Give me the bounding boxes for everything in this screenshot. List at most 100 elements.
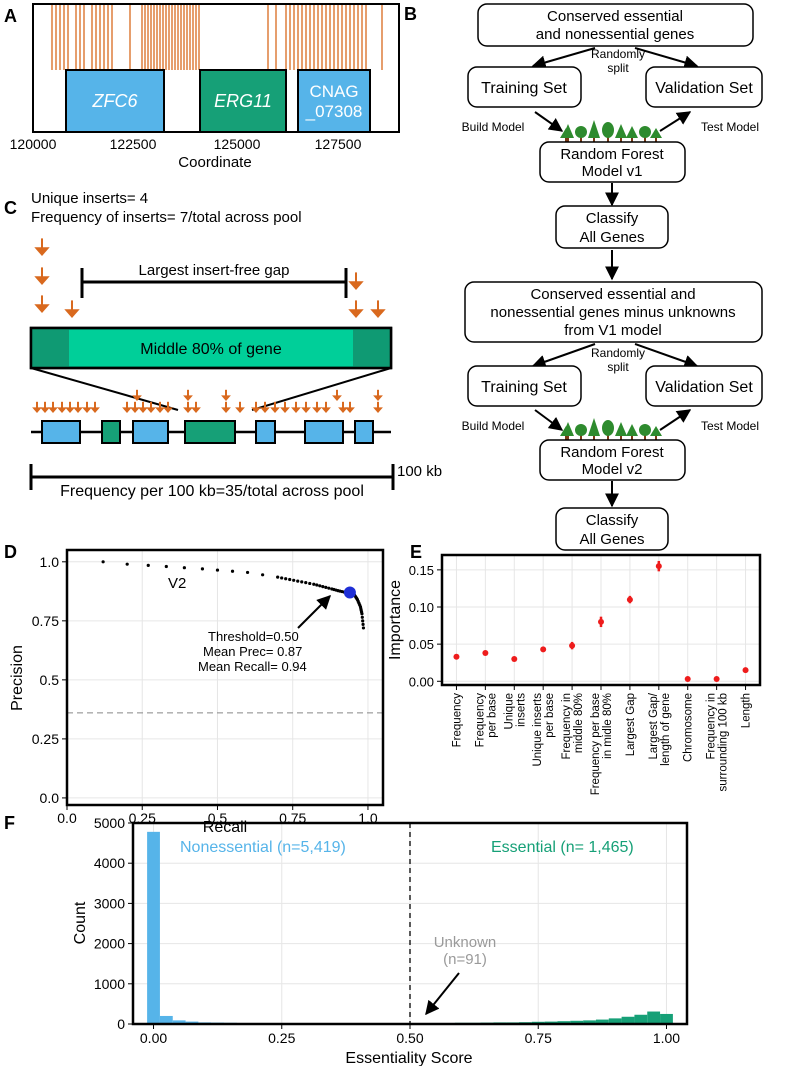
x-tick-label: 0.75 <box>525 1030 552 1046</box>
y-tick-label: 0.10 <box>409 600 434 615</box>
b-valid-2: Validation Set <box>655 379 753 396</box>
tree-crown <box>639 424 651 436</box>
b-split2-2: split <box>607 360 629 374</box>
gene-block <box>304 420 344 444</box>
x-tick-label: 0.00 <box>140 1030 167 1046</box>
y-tick-label: 0.15 <box>409 563 434 578</box>
y-tick-label: 5000 <box>94 815 125 831</box>
f-unknown-arrow <box>425 972 460 1016</box>
tree-crown <box>615 124 627 138</box>
d-axes: 0.00.00.250.250.50.50.750.751.01.0 <box>32 554 378 826</box>
c-gene-outline <box>29 326 393 370</box>
b-model1-line2: Model v1 <box>582 163 643 180</box>
c-middle-label: Middle 80% of gene <box>140 341 282 358</box>
insert-arrow-head <box>345 407 355 413</box>
insert-arrow-head <box>301 407 311 413</box>
pr-point <box>315 583 319 587</box>
b-mid-line1: Conserved essential and <box>530 286 695 303</box>
gene-erg11 <box>199 69 287 133</box>
pr-point <box>164 564 168 569</box>
b-split-1: Randomly <box>591 47 645 61</box>
insert-arrow-head <box>155 407 165 413</box>
y-tick-label: 1.0 <box>40 554 60 570</box>
x-tick-label-line: Largest Gap <box>625 693 637 756</box>
c-line1: Unique inserts= 4 <box>31 190 148 207</box>
insert-arrow-head <box>312 407 322 413</box>
x-tick-label-line: middle 80% <box>573 693 585 753</box>
importance-point <box>482 650 489 657</box>
insert-arrow-head <box>251 407 261 413</box>
insert-arrow-head <box>183 407 193 413</box>
insert-arrow-head <box>260 407 270 413</box>
c-line2: Frequency of inserts= 7/total across poo… <box>31 209 302 226</box>
insert-arrow-head <box>40 407 50 413</box>
b-classify-box-1 <box>555 205 669 249</box>
pr-point <box>304 581 308 585</box>
d-xlabel: Recall <box>203 819 247 836</box>
panel-d-letter: D <box>4 542 17 562</box>
pr-point <box>182 566 186 570</box>
tree-crown <box>588 418 600 436</box>
insert-arrow-head <box>348 309 364 318</box>
b-classify1-line2: All Genes <box>579 229 644 246</box>
threshold-point <box>343 586 356 599</box>
x-tick-label-line: Chromosome <box>683 693 695 762</box>
x-tick-label-line: Unique <box>503 693 515 729</box>
x-tick-label-line: Length <box>741 693 753 728</box>
b-top-line2: and nonessential genes <box>536 26 694 43</box>
insert-arrow-head <box>163 407 173 413</box>
pr-point <box>280 576 284 580</box>
importance-points <box>453 560 749 683</box>
b-model1-line1: Random Forest <box>560 146 664 163</box>
gene-cnag07308 <box>297 69 371 133</box>
d-series-label: V2 <box>168 575 186 592</box>
gene-block <box>132 420 169 444</box>
histogram-bar <box>583 1020 596 1024</box>
insert-arrow-head <box>146 407 156 413</box>
x-tick-label-line: Largest Gap/ <box>648 692 660 759</box>
pr-point <box>292 578 296 582</box>
y-tick-label: 0.75 <box>32 613 59 629</box>
histogram-bar <box>147 831 160 1024</box>
insert-lines <box>51 5 383 70</box>
insert-arrow-head <box>373 407 383 413</box>
y-tick-label: 0 <box>117 1016 125 1032</box>
panel-c-letter: C <box>4 198 17 218</box>
x-tick-label-line: surrounding 100 kb <box>718 693 730 791</box>
pr-point <box>360 615 364 619</box>
x-tick-label: 1.00 <box>653 1030 680 1046</box>
histogram-bar <box>621 1016 635 1024</box>
histogram-bar <box>647 1011 661 1024</box>
insert-arrow-head <box>270 407 280 413</box>
pr-point <box>284 577 288 581</box>
c-gene-end-right <box>353 329 390 367</box>
f-ylabel: Count <box>72 901 89 944</box>
y-tick-label: 3000 <box>94 895 125 911</box>
f-unknown-n: (n=91) <box>443 951 487 968</box>
gene-block <box>255 420 276 444</box>
tree-crown <box>575 126 587 138</box>
pr-point <box>146 563 150 567</box>
pr-point <box>321 584 325 589</box>
d-annot-arrow <box>297 595 331 629</box>
b-arrow <box>531 343 596 369</box>
a-xlabel: Coordinate <box>178 154 251 171</box>
pr-curve <box>101 560 366 630</box>
x-tick-label: Frequency <box>451 693 463 748</box>
b-arrow <box>531 47 596 70</box>
insert-arrow-head <box>34 304 50 313</box>
pr-point <box>361 626 366 630</box>
y-tick-label: 0.0 <box>40 790 60 806</box>
b-train-box-2 <box>467 365 582 407</box>
gene-block <box>354 420 374 444</box>
pr-point <box>125 562 129 566</box>
a-tick-0: 120000 <box>10 136 57 152</box>
x-tick-label-line: inserts <box>515 693 527 727</box>
f-nonessential-label: Nonessential (n=5,419) <box>180 839 346 856</box>
y-tick-label: 0.05 <box>409 637 434 652</box>
histogram-bar <box>595 1019 609 1024</box>
insert-arrow-head <box>65 407 75 413</box>
insert-arrow-head <box>338 407 348 413</box>
